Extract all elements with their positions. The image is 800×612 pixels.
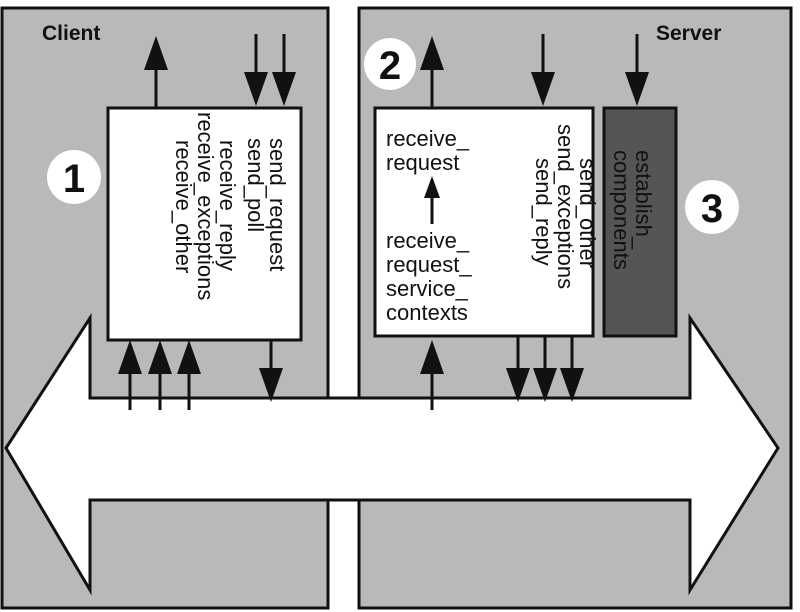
server-label-context-2: request_ <box>386 252 472 277</box>
components-number: 3 <box>701 187 723 231</box>
server-label-send-other: send_other <box>575 158 600 268</box>
server-label-send-exceptions: send_exceptions <box>553 124 578 289</box>
server-up-arrow <box>420 36 444 70</box>
client-bottom-up-arrow-1 <box>118 340 142 374</box>
server-bottom-down-arrow-2 <box>533 368 557 402</box>
server-bottom-up-arrow <box>420 340 444 374</box>
server-number-badge: 2 <box>364 38 416 90</box>
communication-double-arrow <box>4 312 780 596</box>
client-label-receive-other: receive_other <box>171 140 196 273</box>
server-arrows <box>420 34 649 410</box>
server-down-arrow <box>531 72 555 106</box>
server-title: Server <box>656 22 721 45</box>
client-label-receive-reply: receive_reply <box>215 140 240 271</box>
components-number-badge: 3 <box>685 180 739 234</box>
components-label-2: components <box>609 150 634 270</box>
client-interceptor-box <box>106 106 303 342</box>
client-down-arrow-1 <box>244 72 268 106</box>
client-down-arrow-2 <box>272 72 296 106</box>
client-box-labels: send_poll send_request receive_other rec… <box>171 112 290 300</box>
client-label-send-request: send_request <box>265 138 290 271</box>
server-request-labels: receive_ request <box>386 126 470 175</box>
server-send-labels: send_other send_exceptions send_reply <box>531 124 600 289</box>
client-number-badge: 1 <box>47 150 101 204</box>
server-label-send-reply: send_reply <box>531 158 556 266</box>
server-label-receive-request-1: receive_ <box>386 126 470 151</box>
client-label-receive-exceptions: receive_exceptions <box>193 112 218 300</box>
client-number: 1 <box>63 157 85 201</box>
client-up-arrow <box>144 36 168 70</box>
server-bottom-down-arrow-3 <box>560 368 584 402</box>
server-inner-up-arrow <box>424 176 440 198</box>
server-interceptor-box <box>373 106 595 338</box>
components-label-1: establish_ <box>631 150 656 250</box>
server-label-receive-request-2: request <box>386 150 459 175</box>
client-bottom-down-arrow <box>259 368 283 402</box>
client-arrows <box>118 34 296 410</box>
server-label-context-3: service_ <box>386 276 469 301</box>
server-bottom-down-arrow-1 <box>506 368 530 402</box>
establish-components-box <box>602 106 678 338</box>
components-labels: establish_ components <box>609 150 656 270</box>
client-bottom-up-arrow-2 <box>148 340 172 374</box>
server-number: 2 <box>379 44 401 88</box>
server-context-labels: receive_ request_ service_ contexts <box>386 228 472 325</box>
client-bottom-up-arrow-3 <box>177 340 201 374</box>
client-label-send-poll: send_poll <box>243 138 268 232</box>
server-label-context-1: receive_ <box>386 228 470 253</box>
client-title: Client <box>42 22 100 45</box>
components-down-arrow <box>625 72 649 106</box>
server-label-context-4: contexts <box>386 300 468 325</box>
